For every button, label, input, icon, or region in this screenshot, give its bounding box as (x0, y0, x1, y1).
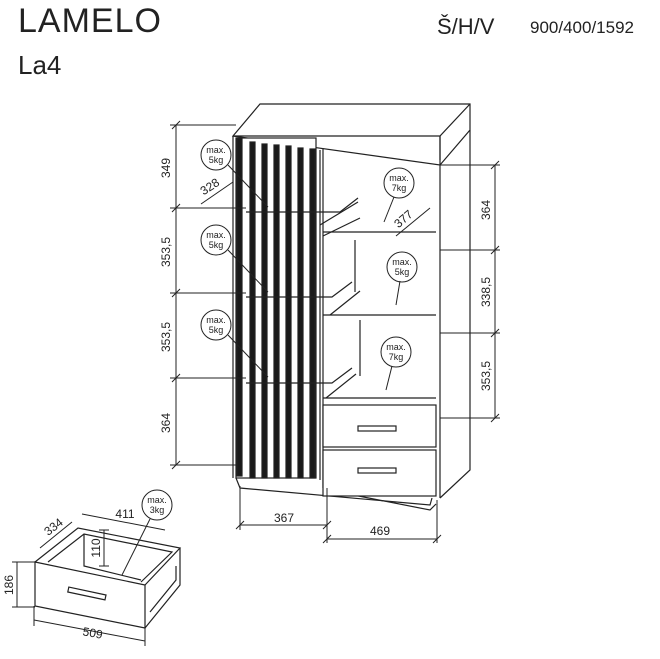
left-dimensions (170, 120, 246, 470)
drawer-front-width: 509 (82, 624, 104, 641)
load-bubble-left-3: max. 5kg (200, 309, 269, 378)
shelf-depth-lines (200, 181, 431, 237)
svg-text:max.: max. (206, 315, 226, 325)
drawer-dimension-lines (12, 513, 166, 646)
model-code: La4 (18, 50, 62, 80)
load-bubble-right-2: max. 5kg (386, 251, 418, 306)
left-height-2: 353,5 (159, 237, 173, 267)
left-height-1: 349 (159, 158, 173, 178)
right-height-1: 364 (479, 200, 493, 220)
svg-text:3kg: 3kg (150, 505, 165, 515)
svg-text:5kg: 5kg (395, 267, 410, 277)
drawer-inner-height: 110 (89, 538, 103, 557)
load-bubble-drawer: max. 3kg (121, 489, 173, 576)
svg-text:7kg: 7kg (389, 352, 404, 362)
bottom-width-left: 367 (274, 511, 294, 525)
load-bubble-right-1: max. 7kg (383, 167, 415, 223)
slatted-door (235, 137, 321, 480)
right-dimensions (440, 160, 500, 423)
product-name: LAMELO (18, 2, 162, 40)
svg-text:5kg: 5kg (209, 155, 224, 165)
svg-text:5kg: 5kg (209, 325, 224, 335)
svg-text:5kg: 5kg (209, 240, 224, 250)
bottom-dimensions (235, 486, 442, 544)
dimensions-label: Š/H/V (437, 14, 495, 39)
bottom-width-right: 469 (370, 524, 390, 538)
left-height-3: 353,5 (159, 322, 173, 352)
left-height-4: 364 (159, 413, 173, 433)
drawer-inner-width: 411 (115, 507, 134, 521)
right-height-2: 338,5 (479, 277, 493, 307)
svg-text:max.: max. (392, 257, 412, 267)
svg-text:max.: max. (147, 495, 167, 505)
load-bubble-left-1: max. 5kg (200, 139, 269, 208)
load-bubble-left-2: max. 5kg (200, 224, 269, 293)
dimensions-value: 900/400/1592 (530, 18, 634, 37)
drawer-drawing (34, 527, 182, 629)
drawer-depth: 334 (41, 515, 66, 539)
shelf-depth-left: 328 (198, 175, 223, 198)
load-bubble-right-3: max. 7kg (380, 336, 412, 391)
svg-text:max.: max. (206, 145, 226, 155)
right-height-3: 353,5 (479, 361, 493, 391)
svg-text:7kg: 7kg (392, 183, 407, 193)
svg-text:max.: max. (386, 342, 406, 352)
shelf-depth-right: 377 (391, 207, 416, 231)
svg-text:max.: max. (206, 230, 226, 240)
drawer-outer-height: 186 (2, 575, 16, 595)
cabinet-drawing (231, 103, 471, 511)
svg-text:max.: max. (389, 173, 409, 183)
